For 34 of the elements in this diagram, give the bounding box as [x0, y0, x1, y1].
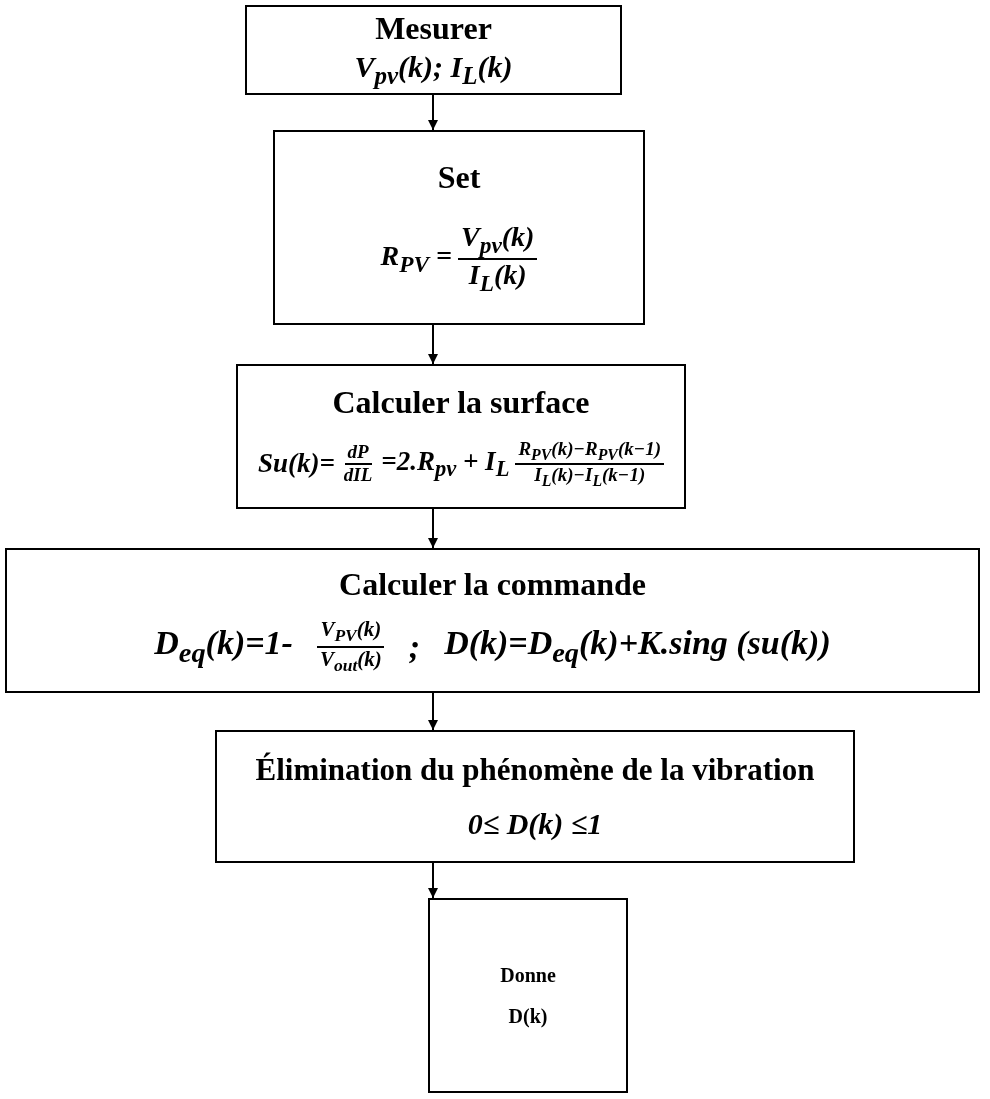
- arrow: [428, 94, 438, 131]
- fraction-denominator: I$_{L}$(k)−I$_{L}$(k−1): [533, 464, 647, 490]
- formula: V$_{pv}$(k); I$_{L}$(k): [354, 50, 513, 90]
- fraction-numerator: V$_{PV}$(k): [317, 618, 385, 648]
- process-box: [273, 130, 645, 325]
- formula: 0≤ D(k) ≤1: [467, 807, 603, 842]
- process-box: [428, 898, 628, 1093]
- output-text: D(k): [508, 1004, 548, 1028]
- formula: =2.R$_{pv}$ + I$_{L}$: [381, 445, 510, 483]
- process-box: [215, 730, 855, 863]
- formula: D$_{eq}$(k)=1-: [154, 624, 293, 670]
- process-box: [5, 548, 980, 693]
- arrow: [428, 692, 438, 731]
- process-box: [245, 5, 622, 95]
- fraction-numerator: V$_{pv}$(k): [458, 222, 538, 261]
- process-box: [236, 364, 686, 509]
- step-heading: Mesurer: [375, 10, 492, 47]
- fraction-denominator: V$_{out}$(k): [318, 647, 383, 676]
- arrow: [428, 862, 438, 899]
- fraction-numerator: R$_{PV}$(k)−R$_{PV}$(k−1): [515, 438, 665, 465]
- step-heading: Calculer la commande: [339, 565, 646, 603]
- arrow: [428, 508, 438, 549]
- formula: D(k)=D$_{eq}$(k)+K.sing (su(k)): [444, 624, 831, 670]
- step-heading: Set: [437, 158, 481, 196]
- formula: Su(k)=: [257, 448, 335, 480]
- fraction-denominator: dIL: [342, 464, 374, 486]
- fraction-denominator: I$_{L}$(k): [467, 260, 528, 297]
- arrow: [428, 324, 438, 365]
- step-heading: Élimination du phénomène de la vibration: [255, 751, 815, 788]
- fraction-numerator: dP: [344, 442, 372, 465]
- formula: ;: [408, 627, 421, 666]
- step-heading: Calculer la surface: [332, 383, 590, 421]
- output-text: Donne: [500, 963, 556, 987]
- formula: R$_{PV}$ =: [380, 240, 453, 279]
